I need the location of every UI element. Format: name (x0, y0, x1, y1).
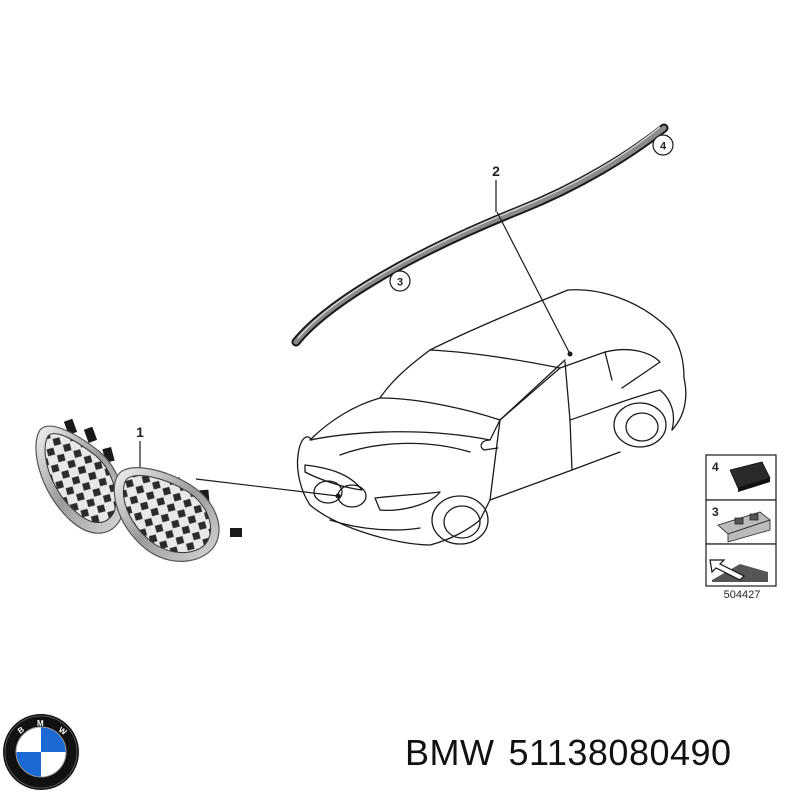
arrow-icon (709, 559, 768, 582)
callout-4: 4 (660, 141, 667, 153)
leader-lines (139, 180, 571, 497)
callout-2: 2 (492, 163, 500, 179)
callout-3: 3 (397, 277, 403, 289)
drawing-number: 504427 (724, 589, 761, 601)
part-caption: BMW 51138080490 (405, 732, 732, 774)
svg-text:W: W (57, 725, 69, 737)
leader-dot-1 (335, 493, 341, 499)
brand-name: BMW (405, 732, 495, 773)
bmw-logo: B M W (3, 714, 79, 790)
legend-panel: 4 3 504427 (705, 454, 777, 601)
part-number: 51138080490 (508, 732, 732, 773)
callout-circle-3: 3 (389, 270, 411, 292)
svg-text:M: M (37, 719, 44, 728)
adhesive-pad-icon (729, 461, 771, 492)
leader-dot-2 (567, 351, 573, 357)
kidney-grille-part (35, 418, 242, 562)
legend-label-3: 3 (712, 505, 719, 519)
car-outline (296, 289, 687, 546)
clip-icon (717, 511, 771, 543)
callout-circle-4: 4 (652, 134, 674, 156)
roof-trim-strip (291, 123, 669, 347)
callout-1: 1 (136, 424, 144, 440)
svg-text:B: B (16, 725, 26, 736)
legend-label-4: 4 (712, 460, 719, 474)
